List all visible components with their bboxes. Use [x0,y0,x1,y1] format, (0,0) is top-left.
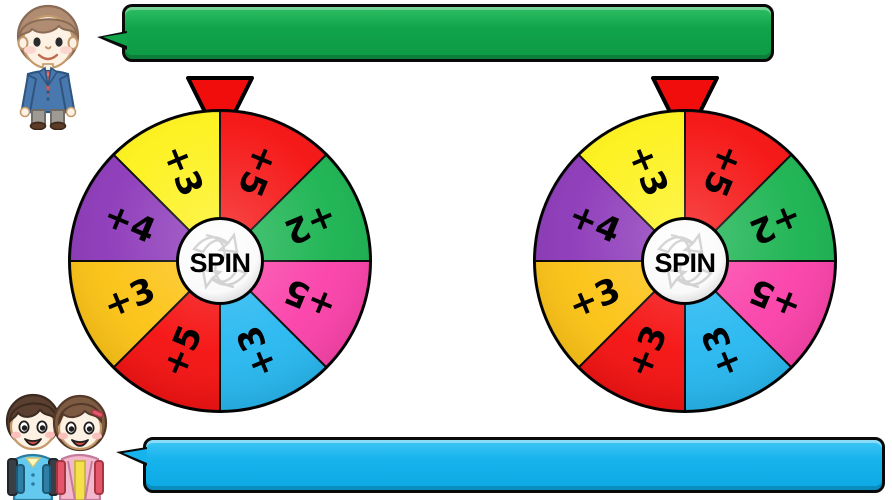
spinner-wheel-left[interactable]: +5+2+5+3+5+3+4+3 SPIN [60,66,380,416]
spinner-wheel-right[interactable]: +5+2+5+3+3+3+4+3 SPIN [525,66,845,416]
boy-character [5,393,61,500]
teacher-speech-text [125,7,771,27]
teacher-avatar-icon [16,4,80,131]
teacher-speech-bubble[interactable] [97,4,774,62]
spin-button-right[interactable]: SPIN [641,217,729,305]
students-avatar-icon [5,393,108,500]
spin-button-label-left: SPIN [189,248,250,278]
refresh-arrows-icon [191,232,249,290]
spin-button-left[interactable]: SPIN [176,217,264,305]
teacher-character [2,2,94,131]
bubble-tail-fill [123,449,147,463]
girl-character [52,394,108,500]
refresh-arrows-icon [656,232,714,290]
spin-button-label-right: SPIN [654,248,715,278]
students-character [0,385,132,500]
students-speech-text [146,440,882,460]
students-speech-bubble[interactable] [116,437,885,493]
bubble-tail-fill [103,33,127,46]
